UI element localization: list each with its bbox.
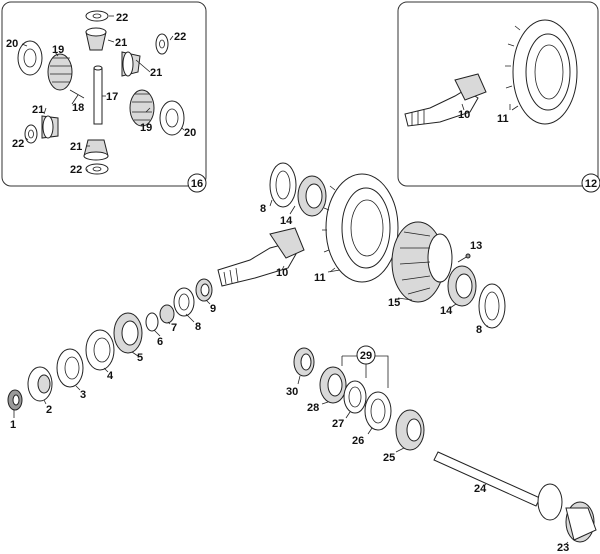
nut-9	[195, 278, 213, 302]
washer-8-lower-right	[478, 283, 506, 329]
washer-8-upper	[269, 162, 297, 208]
callout-8-mid: 8	[195, 321, 201, 333]
leader-lines	[13, 15, 569, 545]
callout-8-lower-right: 8	[476, 324, 482, 336]
callout-7: 7	[171, 322, 177, 334]
callout-10-inset: 10	[458, 109, 470, 121]
callout-21-right: 21	[150, 67, 162, 79]
callout-19-left: 19	[52, 44, 64, 56]
bearing-14-lower	[447, 265, 477, 307]
callout-21-top: 21	[115, 37, 127, 49]
inset-badge-left-label: 16	[191, 178, 203, 190]
washer-26	[364, 391, 392, 431]
callout-11: 11	[314, 272, 326, 284]
side-gear-21-top	[85, 27, 107, 51]
washer-8-mid	[173, 287, 195, 317]
callout-30: 30	[286, 386, 298, 398]
washer-20-right	[159, 100, 185, 136]
hub-25	[395, 409, 425, 451]
pinion-shaft-10-inset	[404, 73, 487, 127]
axle-flange-23	[537, 483, 597, 543]
callout-21-left: 21	[32, 104, 44, 116]
callout-4: 4	[107, 370, 114, 382]
pinion-gear-21-right-upper	[121, 51, 141, 77]
washer-27	[343, 380, 367, 414]
callout-10: 10	[276, 267, 288, 279]
callout-1: 1	[10, 419, 16, 431]
spacer-7	[159, 304, 175, 324]
callout-14-upper: 14	[280, 215, 293, 227]
cross-shaft-17	[93, 65, 103, 125]
callout-15: 15	[388, 297, 400, 309]
callout-6: 6	[157, 336, 163, 348]
callout-28: 28	[307, 402, 319, 414]
callout-11-inset: 11	[497, 113, 509, 125]
seal-4	[85, 329, 115, 371]
callout-29-badge	[356, 345, 376, 365]
callout-27: 27	[332, 418, 344, 430]
washer-22-left	[24, 124, 38, 144]
bearing-30	[293, 347, 315, 377]
bolt-13	[457, 253, 471, 263]
bearing-14-upper	[297, 175, 327, 217]
callout-17: 17	[106, 91, 118, 103]
callout-22-top: 22	[116, 12, 128, 24]
side-gear-19-right	[129, 89, 155, 127]
pinion-gear-21-left-lower	[41, 115, 59, 139]
callout-9: 9	[210, 303, 216, 315]
callout-18: 18	[72, 102, 84, 114]
flange-2	[27, 366, 53, 402]
callout-5: 5	[137, 352, 143, 364]
callout-22-bottom: 22	[70, 164, 82, 176]
ring-6	[145, 312, 159, 332]
pinion-shaft-10	[217, 227, 305, 287]
inset-box-differential-gears	[1, 1, 207, 187]
callout-2: 2	[46, 404, 52, 416]
callout-22-upper-right: 22	[174, 31, 186, 43]
callout-13: 13	[470, 240, 482, 252]
washer-22-right	[155, 33, 169, 55]
bearing-5	[113, 312, 143, 354]
callout-22-left: 22	[12, 138, 24, 150]
callout-19-right: 19	[140, 122, 152, 134]
callout-3: 3	[80, 389, 86, 401]
washer-22-top	[85, 10, 109, 22]
pin-18	[69, 89, 85, 99]
side-gear-21-bottom	[83, 139, 109, 161]
axle-shaft-24	[433, 451, 541, 507]
callout-labels: 22 21 22 20 19 21 17 18 21 19 20 22 21 2…	[6, 12, 569, 554]
callout-20-right: 20	[184, 127, 196, 139]
callout-8-upper: 8	[260, 203, 266, 215]
inset-badge-right	[581, 173, 600, 193]
callout-25: 25	[383, 452, 395, 464]
callout-29: 29	[360, 350, 372, 362]
callout-14-lower: 14	[440, 305, 453, 317]
bearing-28	[319, 366, 347, 404]
callout-23: 23	[557, 542, 569, 554]
nut-1	[7, 389, 23, 411]
washer-20-left	[17, 40, 43, 76]
inset-badge-left	[187, 173, 207, 193]
ring-gear-11	[322, 173, 399, 283]
side-gear-19-left	[47, 53, 73, 91]
washer-22-bottom	[85, 163, 109, 175]
callout-20-left: 20	[6, 38, 18, 50]
differential-case-15	[391, 221, 453, 303]
callout-26: 26	[352, 435, 364, 447]
inset-badge-right-label: 12	[585, 178, 597, 190]
ring-gear-11-inset	[505, 19, 578, 125]
callout-21-bottom: 21	[70, 141, 82, 153]
callout-24: 24	[474, 483, 487, 495]
cover-3	[56, 348, 84, 388]
